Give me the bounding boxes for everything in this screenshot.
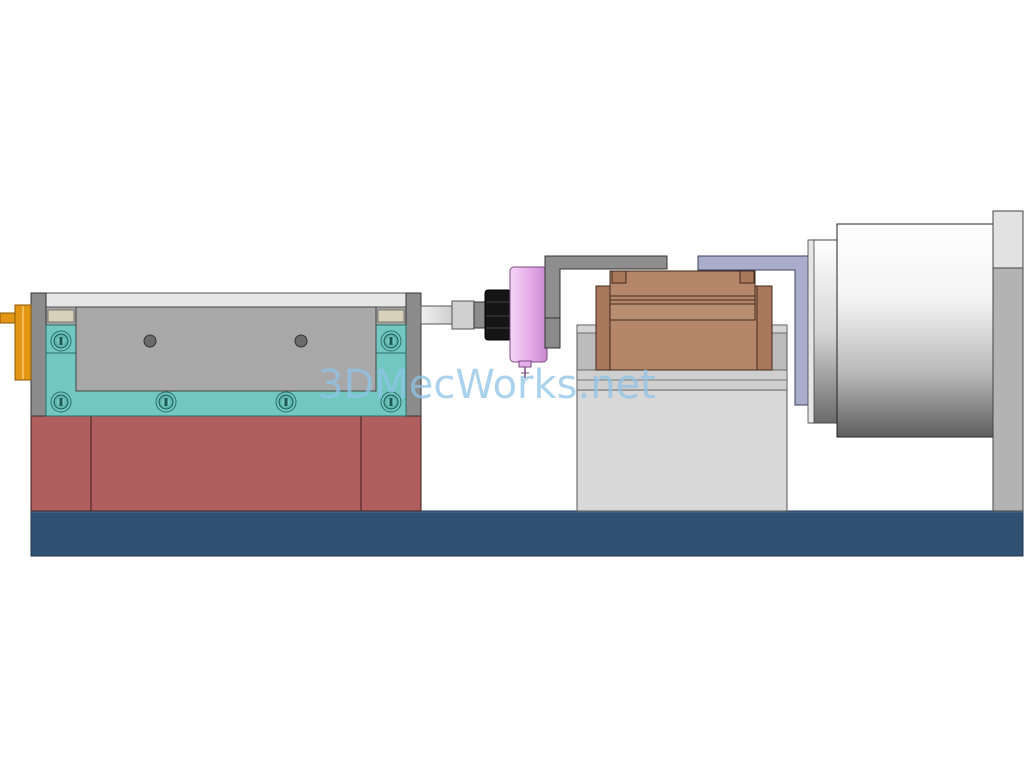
copper-block <box>595 270 773 371</box>
inner-window <box>75 306 377 392</box>
hex-socket-screw-icon <box>275 391 297 413</box>
right-insert <box>377 309 405 323</box>
hex-socket-screw-icon <box>50 330 72 352</box>
shaft-collar <box>451 300 475 330</box>
motor-cylinder-icon <box>836 223 995 438</box>
flange-lip <box>807 239 815 424</box>
bracket-block <box>544 317 561 349</box>
pink-sensor <box>509 266 548 378</box>
end-support-lower <box>992 267 1024 512</box>
round-hole-icon <box>294 334 308 348</box>
right-pedestal <box>576 389 788 512</box>
left-pedestal <box>30 415 422 512</box>
hex-socket-screw-icon <box>380 391 402 413</box>
hex-socket-screw-icon <box>155 391 177 413</box>
coupling-icon <box>473 289 512 341</box>
hex-socket-screw-icon <box>50 391 72 413</box>
top-rail <box>45 292 407 308</box>
motor-flange <box>809 239 839 424</box>
round-hole-icon <box>143 334 157 348</box>
orange-fitting <box>0 304 32 381</box>
right-end-post <box>405 292 422 417</box>
end-support-upper <box>992 210 1024 270</box>
left-end-post <box>30 292 47 417</box>
left-fixture <box>30 292 422 417</box>
hex-socket-screw-icon <box>380 330 402 352</box>
left-insert <box>47 309 75 323</box>
base-plate <box>30 510 1024 557</box>
